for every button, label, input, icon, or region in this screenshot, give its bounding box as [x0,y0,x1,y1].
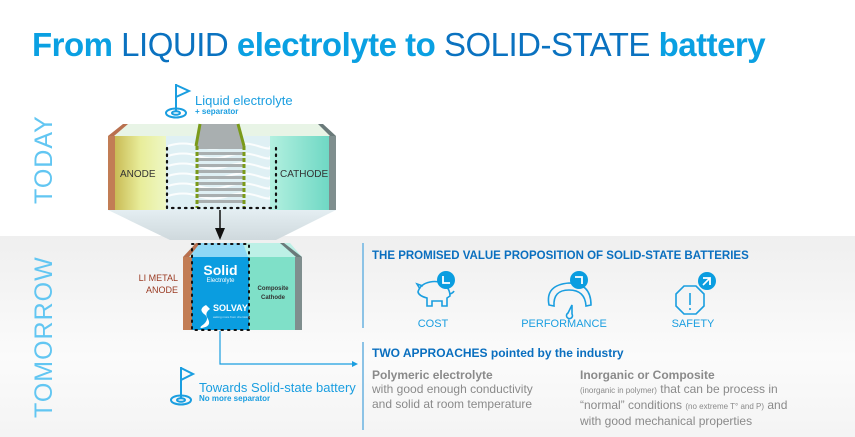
towards-solid-state-text: Towards Solid-state battery [199,380,356,395]
solvay-logo-icon [200,305,210,328]
inorganic-line3: with good mechanical properties [580,414,753,428]
gauge-icon [547,282,592,320]
solid-text: Solid [203,262,238,278]
inorganic-line1: (inorganic in polymer) that can be proce… [580,382,787,398]
cost-label: COST [417,318,449,330]
inorganic-line1-small: (inorganic in polymer) [580,386,657,395]
title-solid-state: SOLID-STATE [443,26,650,63]
polymeric-title: Polymeric electrolyte [372,368,493,382]
zoom-funnel [108,210,336,240]
solid-electrolyte-label: Solid Electrolyte [192,262,249,284]
inorganic-line2-a: “normal” conditions [580,398,686,412]
solid-zoom-outline [191,243,250,331]
li-metal-anode-label: LI METAL ANODE [130,272,178,296]
performance-label: PERFORMANCE [521,318,607,330]
approaches-heading: TWO APPROACHES pointed by the industry [372,346,624,360]
inorganic-line2-small: (no extreme T° and P) [685,402,765,411]
piggy-bank-icon [415,280,455,307]
cathode-text: Cathode [261,295,285,301]
separator-subtext: + separator [195,107,239,116]
approaches-rule [362,342,364,430]
polymeric-description: with good enough conductivity and solid … [372,382,533,412]
polymeric-line2: and solid at room temperature [372,397,533,411]
inorganic-title: Inorganic or Composite [580,368,715,382]
liquid-electrolyte-text: Liquid electrolyte [195,93,293,108]
cathode-label: CATHODE [280,169,329,180]
page-title: From LIQUID electrolyte to SOLID-STATE b… [32,26,766,64]
composite-text: Composite [257,286,289,292]
anode-current-collector [108,136,115,210]
li-metal-line2: ANODE [145,285,178,295]
approaches-heading-bold: TWO APPROACHES [372,346,488,360]
no-more-separator-text: No more separator [199,394,271,403]
performance-trend-badge [570,271,588,289]
composite-cathode-label: Composite Cathode [255,285,291,303]
anode-body [115,136,166,210]
inorganic-line2: “normal” conditions (no extreme T° and P… [580,398,787,414]
title-battery: battery [649,26,766,63]
flag-icon-tomorrow [170,367,196,406]
safety-label: SAFETY [671,318,715,330]
cathode-body [270,136,329,210]
inorganic-line2-b: and [764,398,788,412]
title-from: From [32,26,122,63]
li-metal-line1: LI METAL [138,273,178,283]
solid-state-flag-label: Towards Solid-state battery No more sepa… [199,380,356,403]
composite-cathode [249,257,295,330]
tomorrow-background [0,236,855,437]
inorganic-description: (inorganic in polymer) that can be proce… [580,382,787,429]
anode-label: ANODE [120,169,156,180]
solvay-tagline: asking more from chemistry [213,315,250,319]
approaches-heading-rest: pointed by the industry [487,346,624,360]
separator-top [196,124,245,146]
separator-layers [197,146,244,203]
title-liquid: LIQUID [121,26,229,63]
flag-icon-today [165,84,192,119]
li-metal-anode [183,257,192,330]
value-rule [362,243,364,328]
cathode-current-collector [329,136,336,210]
octagon-warning-icon [675,285,705,315]
cost-trend-badge [437,271,455,289]
inorganic-line1-rest: that can be process in [656,382,778,396]
liquid-electrolyte-label: Liquid electrolyte + separator [195,93,293,116]
value-proposition-heading: THE PROMISED VALUE PROPOSITION OF SOLID-… [372,250,749,262]
connector-line [219,331,356,365]
title-electrolyte-to: electrolyte to [228,26,444,63]
solid-electrolyte [192,257,249,330]
solvay-brand: SOLVAY [213,303,248,313]
electrolyte-text: Electrolyte [206,278,235,284]
polymeric-line1: with good enough conductivity [372,382,533,396]
